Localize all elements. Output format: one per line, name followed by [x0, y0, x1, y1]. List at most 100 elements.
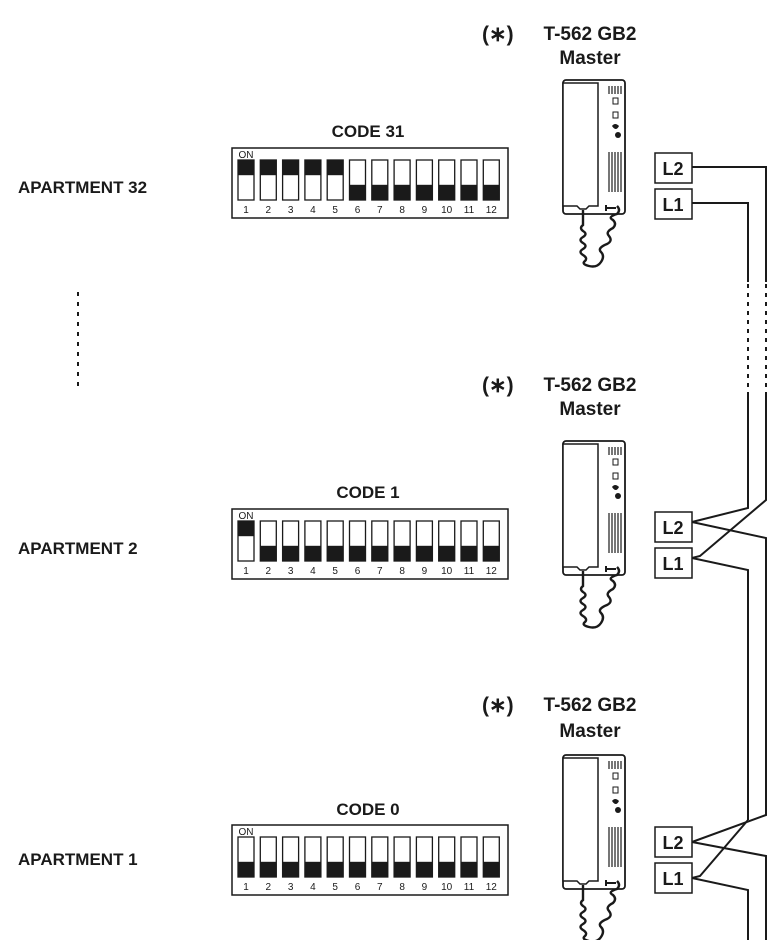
- role-label: Master: [559, 48, 621, 69]
- dip-switch-number: 8: [399, 566, 405, 577]
- dip-switch-lever-11: [461, 184, 477, 200]
- asterisk-mark: (∗): [482, 694, 514, 717]
- dip-switch-number: 11: [464, 205, 475, 216]
- dip-switch-lever-11: [461, 545, 477, 561]
- role-label: Master: [559, 721, 621, 742]
- dip-switch-number: 9: [422, 566, 428, 577]
- wire-l1-top: [692, 202, 749, 282]
- dip-switch-lever-6: [349, 545, 366, 561]
- terminal-block: L2 L1: [654, 152, 693, 220]
- dip-switch-lever-3: [282, 861, 299, 877]
- dip-switch-lever-1: [238, 160, 254, 176]
- code-label: CODE 0: [336, 800, 399, 819]
- dip-on-label: ON: [239, 511, 254, 522]
- dip-switch-number: 7: [377, 205, 383, 216]
- terminal-l2-label: L2: [662, 518, 683, 538]
- dip-switch-lever-9: [416, 184, 433, 200]
- wire-l2-in-unit3: [691, 598, 767, 843]
- dip-switch-lever-6: [349, 184, 366, 200]
- dip-switch-number: 3: [288, 205, 294, 216]
- dip-switch-lever-1: [238, 521, 254, 537]
- dip-switch-number: 4: [310, 205, 316, 216]
- dip-switch-lever-12: [483, 861, 500, 877]
- terminal-l1-label: L1: [662, 195, 683, 215]
- intercom-handset: [561, 753, 627, 940]
- wire-l2-out-unit2: [691, 521, 767, 598]
- dip-switch-lever-11: [461, 861, 477, 877]
- dip-switch-number: 9: [422, 205, 428, 216]
- dip-switch-number: 11: [464, 566, 475, 577]
- dip-switch-number: 2: [266, 205, 272, 216]
- wire-l1-out-unit3: [691, 877, 749, 940]
- terminal-l1: [654, 188, 693, 220]
- dip-switch-lever-8: [394, 184, 411, 200]
- dip-switch-lever-12: [483, 545, 500, 561]
- dip-switch-number: 2: [266, 566, 272, 577]
- dip-switch-number: 6: [355, 566, 361, 577]
- code-label: CODE 31: [332, 122, 405, 141]
- dip-switch-number: 5: [332, 882, 338, 893]
- model-label: T-562 GB2: [544, 695, 637, 716]
- dip-switch-lever-4: [304, 160, 321, 176]
- dip-switch-number: 11: [464, 882, 475, 893]
- intercom-handset: [561, 78, 627, 268]
- terminal-l1-label: L1: [662, 554, 683, 574]
- dip-switch-lever-3: [282, 545, 299, 561]
- wire-l1-in-unit3: [691, 819, 749, 879]
- wire-l1-in-unit2: [691, 392, 749, 523]
- model-label: T-562 GB2: [544, 375, 637, 396]
- dip-switch-lever-7: [371, 184, 388, 200]
- dip-switch-lever-1: [238, 861, 254, 877]
- dip-switch-lever-9: [416, 545, 433, 561]
- apartment-label: APARTMENT 1: [18, 850, 138, 869]
- bus-wiring: [691, 166, 767, 940]
- apartment-label: APARTMENT 2: [18, 539, 138, 558]
- terminal-l1: [654, 547, 693, 579]
- dip-on-label: ON: [239, 827, 254, 838]
- dip-switch-lever-10: [438, 184, 455, 200]
- dip-switch-number: 3: [288, 566, 294, 577]
- dip-switch-lever-5: [327, 861, 344, 877]
- dip-switch-number: 12: [486, 882, 498, 893]
- dip-switch-number: 6: [355, 882, 361, 893]
- dip-switch-number: 3: [288, 882, 294, 893]
- dip-switch-number: 7: [377, 882, 383, 893]
- dip-switch-number: 9: [422, 882, 428, 893]
- terminal-l2-label: L2: [662, 159, 683, 179]
- terminal-l1-label: L1: [662, 869, 683, 889]
- dip-switch-lever-7: [371, 545, 388, 561]
- dip-switch-number: 10: [441, 205, 453, 216]
- dip-switch-number: 6: [355, 205, 361, 216]
- dip-switch-number: 1: [243, 882, 249, 893]
- wire-l2-out-unit3: [691, 841, 767, 940]
- dip-switch-lever-8: [394, 545, 411, 561]
- dip-switch-number: 8: [399, 205, 405, 216]
- dip-switch-lever-5: [327, 545, 344, 561]
- dip-switch-number: 2: [266, 882, 272, 893]
- dip-switch-number: 5: [332, 566, 338, 577]
- terminal-l2: [654, 826, 693, 858]
- terminal-block: L2 L1: [654, 826, 693, 894]
- dip-switch-number: 7: [377, 566, 383, 577]
- dip-switch-lever-5: [327, 160, 344, 176]
- apartment-label: APARTMENT 32: [18, 178, 147, 197]
- dip-switch-lever-8: [394, 861, 411, 877]
- code-label: CODE 1: [336, 483, 399, 502]
- model-label: T-562 GB2: [544, 24, 637, 45]
- dip-switch-lever-7: [371, 861, 388, 877]
- dip-switch-lever-2: [260, 861, 277, 877]
- dip-switch-number: 1: [243, 205, 249, 216]
- dip-switch-lever-4: [304, 545, 321, 561]
- dip-switch-lever-2: [260, 160, 277, 176]
- terminal-l1: [654, 862, 693, 894]
- dip-switch-lever-4: [304, 861, 321, 877]
- dip-switch-lever-9: [416, 861, 433, 877]
- wire-l1-out-unit2: [691, 557, 749, 820]
